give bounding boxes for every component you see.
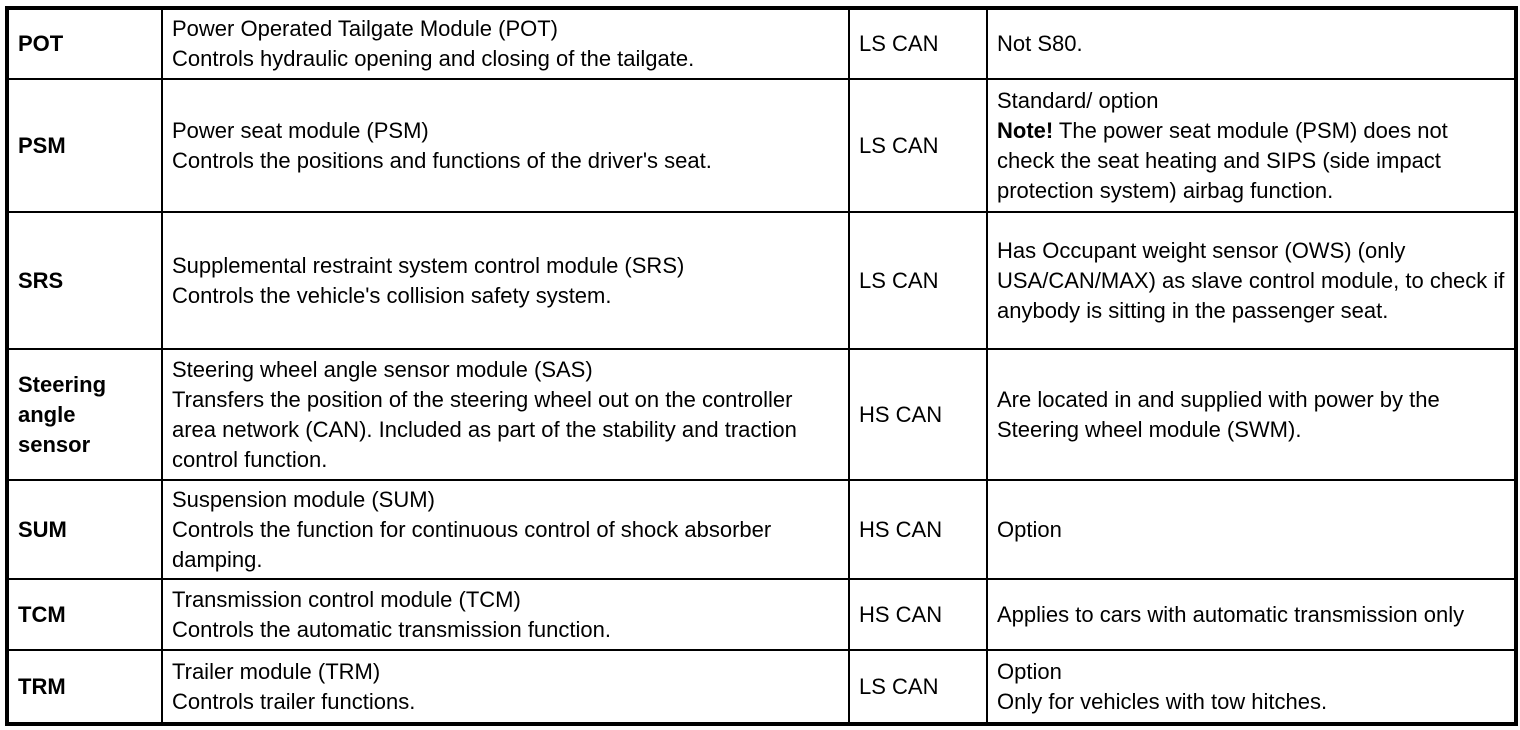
description-line: Suspension module (SUM) xyxy=(172,486,435,512)
note-line: Are located in and supplied with power b… xyxy=(997,386,1440,442)
module-description-cell: Transmission control module (TCM) Control… xyxy=(161,578,850,651)
table-row: PSM Power seat module (PSM) Controls the p… xyxy=(6,78,1517,213)
table-row: SUM Suspension module (SUM) Controls the f… xyxy=(6,479,1517,580)
table-row: TCM Transmission control module (TCM) Cont… xyxy=(6,578,1517,651)
module-description-cell: Power Operated Tailgate Module (POT) Cont… xyxy=(161,7,850,80)
module-abbreviation-cell: TRM xyxy=(6,649,163,725)
network-type-cell: HS CAN xyxy=(848,578,988,651)
description-line: Power seat module (PSM) xyxy=(172,117,429,143)
description-line: Controls hydraulic opening and closing o… xyxy=(172,46,695,71)
description-line: Supplemental restraint system control mo… xyxy=(172,252,685,278)
network-type-cell: LS CAN xyxy=(848,649,988,725)
note-line: Note! The power seat module (PSM) does n… xyxy=(997,117,1448,203)
notes-cell: Are located in and supplied with power b… xyxy=(986,348,1517,481)
description-line: Transfers the position of the steering w… xyxy=(172,386,797,472)
module-description-cell: Power seat module (PSM) Controls the posi… xyxy=(161,78,850,213)
module-abbreviation-cell: SUM xyxy=(6,479,163,580)
module-abbreviation-cell: TCM xyxy=(6,578,163,651)
control-module-table: POT Power Operated Tailgate Module (POT) C… xyxy=(5,6,1518,726)
network-type-cell: HS CAN xyxy=(848,348,988,481)
note-line: Has Occupant weight sensor (OWS) (only U… xyxy=(997,237,1505,323)
module-description-cell: Suspension module (SUM) Controls the func… xyxy=(161,479,850,580)
note-line: Standard/ option xyxy=(997,87,1159,113)
note-label: Note! xyxy=(997,117,1054,143)
module-abbreviation-cell: PSM xyxy=(6,78,163,213)
notes-cell: Has Occupant weight sensor (OWS) (only U… xyxy=(986,211,1517,350)
network-type-cell: LS CAN xyxy=(848,78,988,213)
module-description-cell: Supplemental restraint system control mo… xyxy=(161,211,850,350)
table-row: TRM Trailer module (TRM) Controls trailer … xyxy=(6,649,1517,725)
note-line: Not S80. xyxy=(997,31,1083,56)
description-line: Steering wheel angle sensor module (SAS) xyxy=(172,356,593,382)
table-row: POT Power Operated Tailgate Module (POT) C… xyxy=(6,7,1517,80)
description-line: Power Operated Tailgate Module (POT) xyxy=(172,16,558,41)
module-description-cell: Steering wheel angle sensor module (SAS)… xyxy=(161,348,850,481)
network-type-cell: LS CAN xyxy=(848,7,988,80)
description-line: Transmission control module (TCM) xyxy=(172,586,521,612)
table-row: SRS Supplemental restraint system control… xyxy=(6,211,1517,350)
table-body: POT Power Operated Tailgate Module (POT) C… xyxy=(6,7,1517,725)
module-abbreviation-cell: POT xyxy=(6,7,163,80)
description-line: Controls the positions and functions of … xyxy=(172,147,712,173)
notes-cell: Option xyxy=(986,479,1517,580)
note-line: Only for vehicles with tow hitches. xyxy=(997,688,1328,714)
note-line: Option xyxy=(997,516,1062,542)
notes-cell: Applies to cars with automatic transmiss… xyxy=(986,578,1517,651)
module-description-cell: Trailer module (TRM) Controls trailer fun… xyxy=(161,649,850,725)
description-line: Controls the function for continuous con… xyxy=(172,516,772,572)
description-line: Controls the vehicle's collision safety … xyxy=(172,282,612,308)
description-line: Trailer module (TRM) xyxy=(172,658,381,684)
module-abbreviation-cell: SRS xyxy=(6,211,163,350)
network-type-cell: HS CAN xyxy=(848,479,988,580)
description-line: Controls trailer functions. xyxy=(172,688,416,714)
notes-cell: Not S80. xyxy=(986,7,1517,80)
module-abbreviation-cell: Steering angle sensor xyxy=(6,348,163,481)
note-line: Applies to cars with automatic transmiss… xyxy=(997,601,1465,627)
note-line: Option xyxy=(997,658,1062,684)
network-type-cell: LS CAN xyxy=(848,211,988,350)
description-line: Controls the automatic transmission func… xyxy=(172,616,611,642)
